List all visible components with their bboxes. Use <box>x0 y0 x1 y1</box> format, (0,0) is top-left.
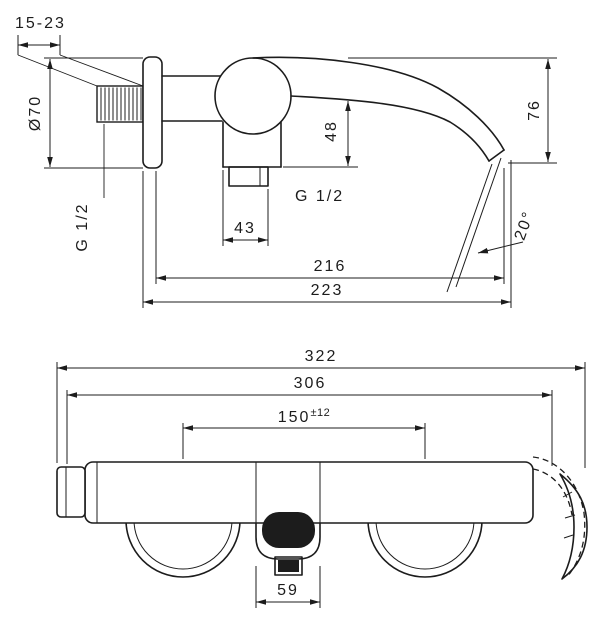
label-wall-thread: G 1/2 <box>74 124 105 252</box>
dimension-outlet-drop: 48 <box>283 101 358 168</box>
hose-nipple-dark <box>278 560 299 572</box>
dimension-outlet-offset: 43 <box>222 170 269 246</box>
mixer-body <box>222 121 282 187</box>
dimension-overall-width: 322 <box>56 348 586 468</box>
dimension-wall-distance: 15-23 <box>15 15 144 87</box>
dim-label-g12-wall: G 1/2 <box>74 202 91 251</box>
dim-label-76: 76 <box>526 99 543 121</box>
front-view: 322 306 150±12 59 <box>56 348 588 608</box>
dim-label-306: 306 <box>294 375 327 392</box>
dimension-centre-unit-width: 59 <box>255 566 321 608</box>
left-end-cap <box>56 466 86 518</box>
dim-label-15-23: 15-23 <box>15 15 66 32</box>
dim-label-59: 59 <box>277 582 299 599</box>
dimension-projection-outer: 223 <box>142 160 512 308</box>
dimension-projection-inner: 216 <box>155 168 505 284</box>
spout-tip-front <box>559 473 588 580</box>
dim-label-48: 48 <box>323 120 340 142</box>
body-neck <box>161 75 223 122</box>
label-spray-angle: 20° <box>477 208 538 254</box>
dim-label-g12-outlet: G 1/2 <box>295 188 344 205</box>
aerator-dark <box>262 512 315 548</box>
dim-label-322: 322 <box>305 348 338 365</box>
centre-spout-unit <box>255 512 321 576</box>
wall-thread-block <box>96 85 144 123</box>
body-detail-lines <box>96 462 321 523</box>
dim-label-diameter-70: Ø70 <box>27 95 44 131</box>
dim-label-20deg: 20° <box>512 208 538 242</box>
spout-front-projection <box>532 456 588 580</box>
hose-outlet-block <box>228 166 269 187</box>
spout-outline <box>252 56 505 162</box>
dimension-escutcheon-diameter: Ø70 <box>27 57 143 169</box>
thread-hatch <box>100 87 142 121</box>
dimension-body-width: 306 <box>66 375 553 466</box>
water-stream-lines <box>446 157 502 293</box>
dim-label-216: 216 <box>314 258 347 275</box>
dim-label-223: 223 <box>311 282 344 299</box>
handle-circle <box>214 57 292 135</box>
dim-value-150: 150 <box>278 409 311 426</box>
dim-label-43: 43 <box>234 220 256 237</box>
dim-tolerance-12: ±12 <box>310 407 330 419</box>
spout-outlet-face <box>488 149 505 162</box>
mixer-body-front <box>84 461 534 524</box>
hose-nipple <box>274 556 303 576</box>
dimension-spout-height: 76 <box>348 57 557 164</box>
escutcheon-side <box>142 56 163 169</box>
dim-label-150: 150±12 <box>278 407 330 426</box>
dimension-connection-distance: 150±12 <box>182 407 426 459</box>
side-view: 15-23 Ø70 G 1/2 48 76 <box>15 15 557 308</box>
